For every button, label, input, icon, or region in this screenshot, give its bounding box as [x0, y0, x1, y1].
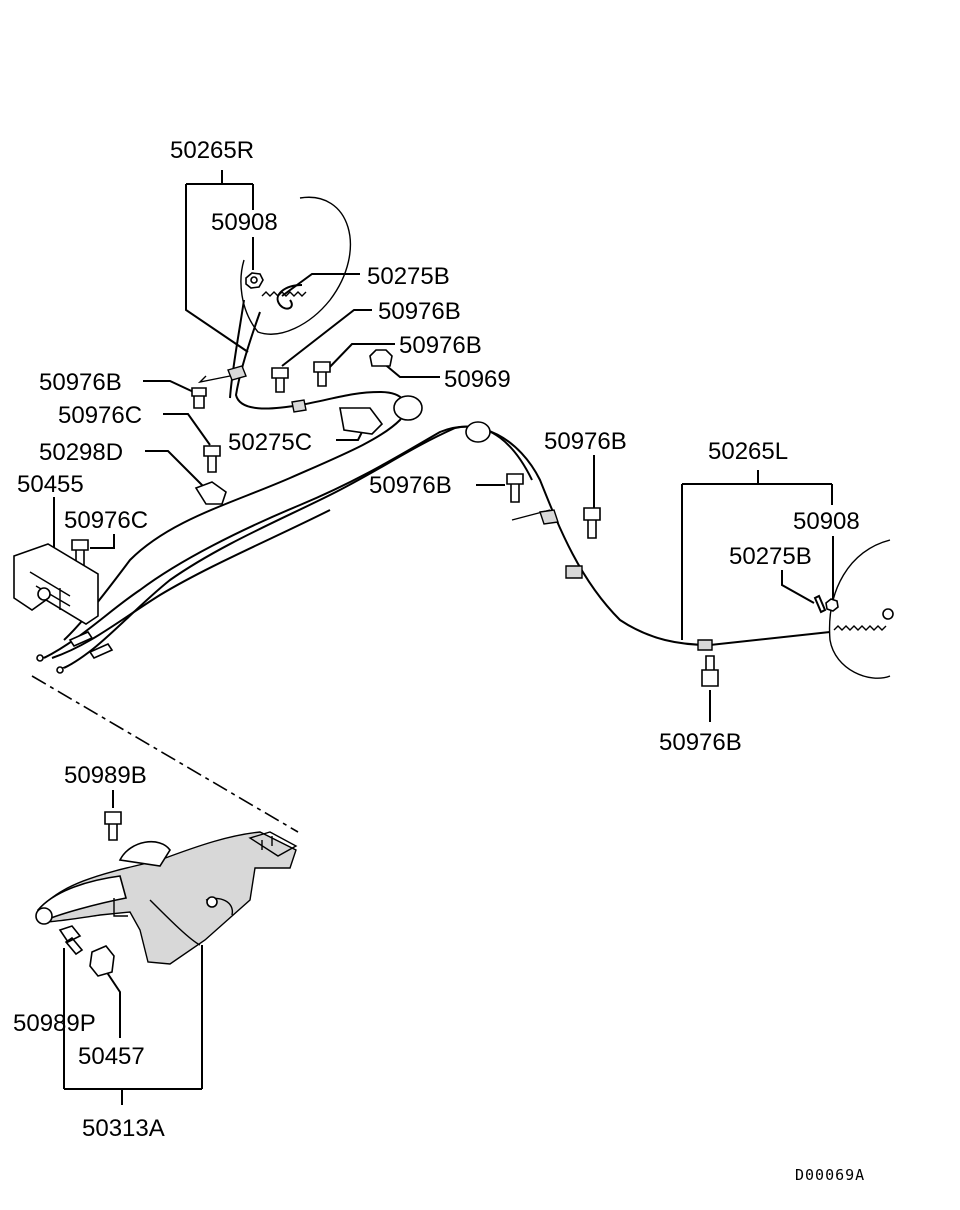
cable-clip-icon [194, 481, 227, 505]
label-50976B-a: 50976B [378, 298, 461, 325]
part-labels: 50265R 50908 50275B 50976B 50976B 50969 … [13, 137, 865, 1184]
parking-brake-lever-icon [35, 831, 298, 965]
label-50457: 50457 [78, 1043, 145, 1070]
label-50908-right: 50908 [793, 508, 860, 535]
nut-icon [825, 598, 839, 612]
bolt-icon [71, 539, 89, 567]
bolt-icon [583, 507, 601, 539]
bolt-icon [506, 473, 524, 503]
grommet-icon [465, 421, 491, 443]
label-50313A: 50313A [82, 1115, 165, 1142]
bolt-icon [58, 925, 84, 956]
bolt-icon [701, 655, 719, 687]
label-50969: 50969 [444, 366, 511, 393]
label-50265R: 50265R [170, 137, 254, 164]
cable-clip-icon [565, 565, 583, 579]
label-50908-top: 50908 [211, 209, 278, 236]
label-50275B-right: 50275B [729, 543, 812, 570]
label-50976B-mid: 50976B [369, 472, 452, 499]
bolt-icon [191, 387, 207, 409]
bolt-icon [271, 367, 289, 393]
cable-clip-icon [89, 945, 115, 977]
grommet-icon [393, 395, 423, 421]
nut-icon [369, 349, 393, 367]
label-50976C-b: 50976C [64, 507, 148, 534]
cable-clip-icon [539, 509, 559, 525]
label-50976B-right: 50976B [544, 428, 627, 455]
label-50265L: 50265L [708, 438, 788, 465]
label-50298D: 50298D [39, 439, 123, 466]
bracket-icon [13, 543, 99, 625]
label-50976C-a: 50976C [58, 402, 142, 429]
label-50275B-top: 50275B [367, 263, 450, 290]
cable-clip-icon [291, 399, 307, 413]
clip-icon [276, 284, 303, 310]
fasteners [58, 272, 839, 977]
clip-icon [813, 594, 827, 614]
nut-icon [245, 272, 264, 289]
label-50976B-bottom: 50976B [659, 729, 742, 756]
bolt-icon [104, 811, 122, 841]
label-50989P: 50989P [13, 1010, 96, 1037]
cable-clip-icon [697, 639, 713, 651]
label-50976B-left: 50976B [39, 369, 122, 396]
label-50455: 50455 [17, 471, 84, 498]
bracket-icon [339, 407, 384, 435]
bolt-icon [203, 445, 221, 473]
label-50275C: 50275C [228, 429, 312, 456]
cable-clip-icon [227, 365, 247, 381]
label-50989B: 50989B [64, 762, 147, 789]
diagram-code: D00069A [795, 1166, 865, 1184]
bolt-icon [313, 361, 331, 387]
label-50976B-b: 50976B [399, 332, 482, 359]
